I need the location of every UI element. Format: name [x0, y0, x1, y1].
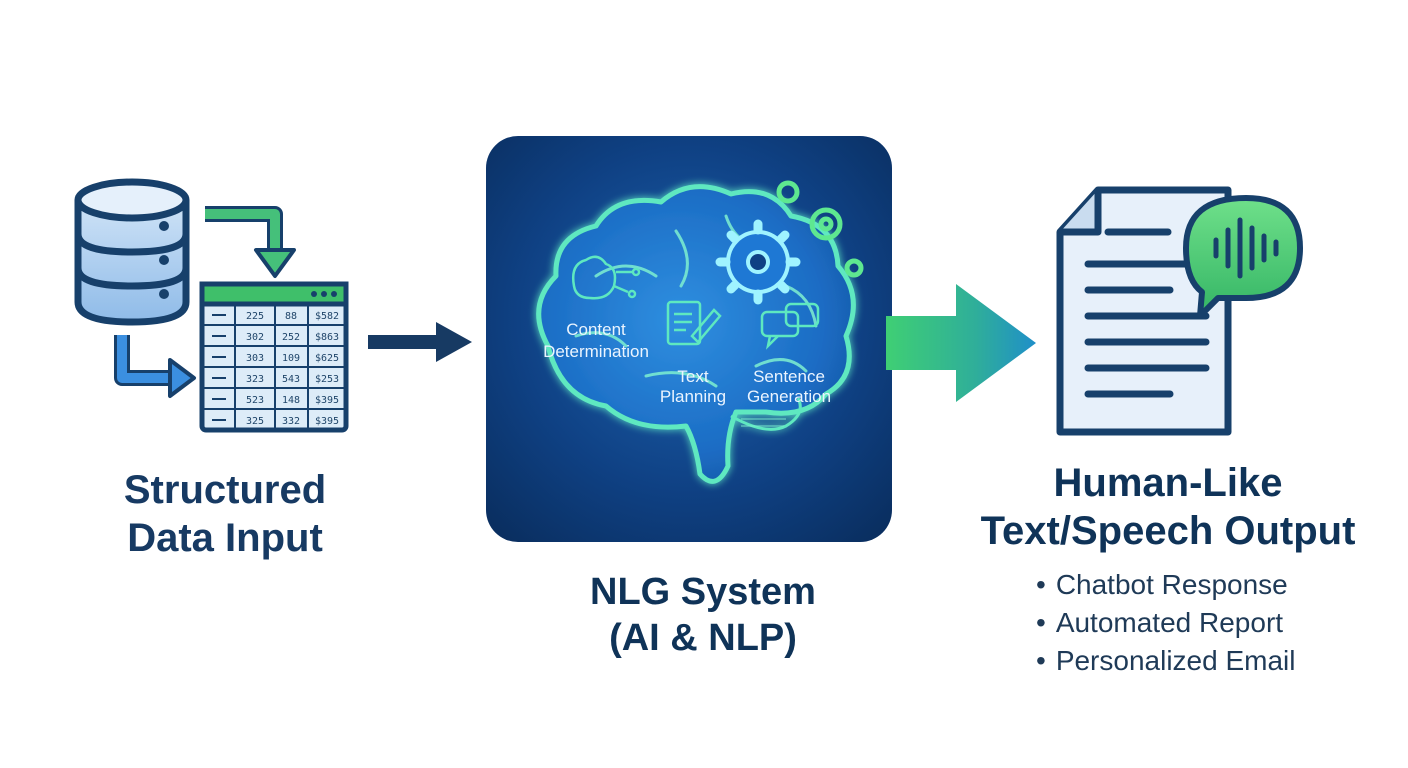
output-examples-list: Chatbot Response Automated Report Person… — [1020, 566, 1340, 680]
green-arrow-icon — [205, 206, 296, 278]
stage-planning-line1: Text — [677, 367, 708, 386]
list-item: Personalized Email — [1020, 642, 1340, 680]
table-cell: $625 — [315, 353, 339, 364]
sound-wave-icon — [1213, 217, 1279, 279]
table-cell: 325 — [246, 416, 264, 427]
table-cell: 88 — [285, 311, 297, 322]
nlg-brain-panel: Content Determination Text Planning Sent… — [486, 136, 892, 542]
speech-bubble-icon — [1183, 195, 1303, 319]
stage-generation-line1: Sentence — [753, 367, 825, 386]
stage-planning-line2: Planning — [660, 387, 726, 406]
table-cell: 332 — [282, 416, 300, 427]
gear-icon — [715, 219, 801, 305]
stage-generation-line2: Generation — [747, 387, 831, 406]
structured-data-title: Structured Data Input — [82, 466, 368, 562]
stage-content-line2: Determination — [543, 342, 649, 361]
nlg-system-title-line1: NLG System — [590, 571, 816, 613]
table-cell: 109 — [282, 353, 300, 364]
table-cell: 302 — [246, 332, 264, 343]
nlg-system-title-line2: (AI & NLP) — [609, 616, 797, 659]
blue-arrow-icon — [114, 335, 196, 398]
table-cell: 225 — [246, 311, 264, 322]
spreadsheet-icon: 225 88 $582 302 252 $863 303 109 $625 323 543 $253 5… — [199, 281, 349, 433]
chat-bubbles-icon — [760, 302, 820, 350]
gradient-arrow-icon — [886, 284, 1036, 402]
table-cell: $395 — [315, 416, 339, 427]
circuit-brain-icon — [572, 255, 641, 300]
table-cell: 543 — [282, 374, 300, 385]
structured-data-illustration: 225 88 $582 302 252 $863 303 109 $625 323 543 $253 5… — [74, 178, 349, 433]
output-title: Human-Like Text/Speech Output — [968, 459, 1368, 555]
output-title-line2: Text/Speech Output — [980, 509, 1356, 553]
structured-data-title-line1: Structured — [123, 468, 327, 512]
structured-data-title-line2: Data Input — [127, 516, 323, 560]
table-cell: $582 — [315, 311, 339, 322]
table-cell: $863 — [315, 332, 339, 343]
table-cell: 252 — [282, 332, 300, 343]
arrow-right-icon — [368, 322, 472, 362]
database-icon — [74, 178, 190, 326]
table-cell: $395 — [315, 395, 339, 406]
table-cell: $253 — [315, 374, 339, 385]
table-cell: 303 — [246, 353, 264, 364]
table-cell: 323 — [246, 374, 264, 385]
document-edit-icon — [666, 300, 722, 346]
list-item: Automated Report — [1020, 604, 1340, 642]
small-gear-icon — [776, 180, 864, 278]
table-cell: 148 — [282, 395, 300, 406]
list-item: Chatbot Response — [1020, 566, 1340, 604]
nlg-system-title: NLG System (AI & NLP) — [548, 570, 858, 661]
text-speech-output-illustration — [1056, 186, 1303, 436]
output-title-line1: Human-Like — [1053, 461, 1283, 505]
stage-content-line1: Content — [566, 320, 626, 339]
table-cell: 523 — [246, 395, 264, 406]
